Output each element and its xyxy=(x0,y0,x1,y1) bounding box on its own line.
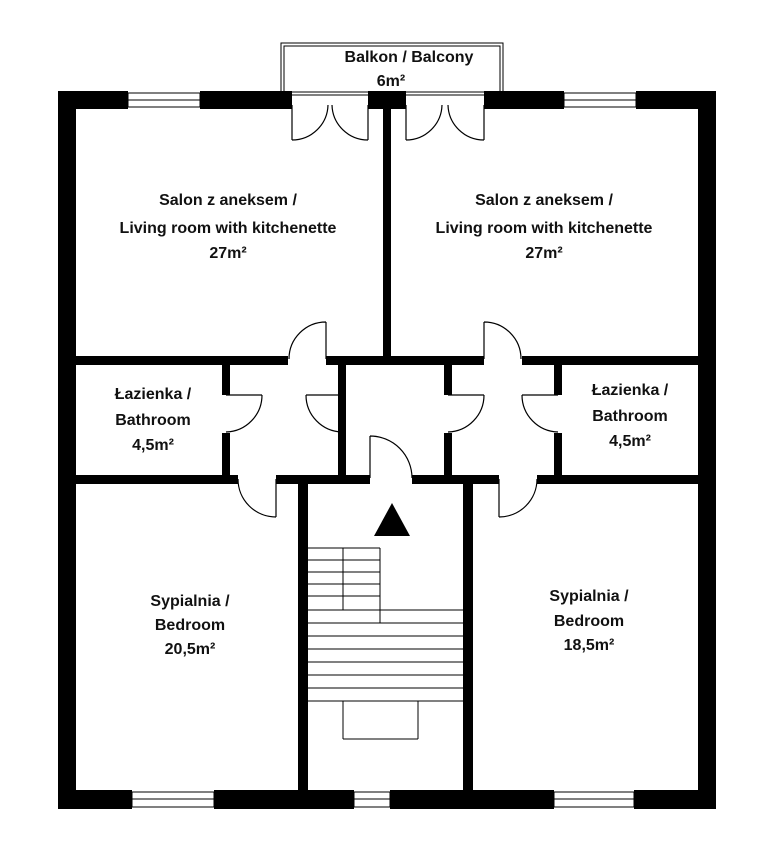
balcony: Balkon / Balcony 6m² xyxy=(280,42,504,96)
room-name: Łazienka / xyxy=(115,386,192,403)
room-living-right: Salon z aneksem / Living room with kitch… xyxy=(436,192,653,262)
room-bathroom-left: Łazienka / Bathroom 4,5m² xyxy=(115,386,192,454)
room-living-left: Salon z aneksem / Living room with kitch… xyxy=(120,192,337,262)
room-area: 4,5m² xyxy=(132,437,174,454)
room-name-en: Bedroom xyxy=(155,617,225,634)
room-area: 18,5m² xyxy=(564,637,615,654)
room-name-en: Bedroom xyxy=(554,613,624,630)
room-bathroom-right: Łazienka / Bathroom 4,5m² xyxy=(592,382,669,450)
window-icon xyxy=(127,92,637,808)
interior-walls xyxy=(76,109,698,790)
room-name-en: Living room with kitchenette xyxy=(120,220,337,237)
room-name: Sypialnia / xyxy=(549,588,629,605)
room-name-en: Living room with kitchenette xyxy=(436,220,653,237)
staircase-icon xyxy=(308,547,463,740)
room-bedroom-left: Sypialnia / Bedroom 20,5m² xyxy=(150,593,230,658)
room-name-en: Bathroom xyxy=(115,412,191,429)
outer-walls xyxy=(58,91,716,809)
room-name: Sypialnia / xyxy=(150,593,230,610)
room-name: Łazienka / xyxy=(592,382,669,399)
balcony-area: 6m² xyxy=(377,73,405,90)
room-bedroom-right: Sypialnia / Bedroom 18,5m² xyxy=(549,588,629,654)
room-name: Salon z aneksem / xyxy=(159,192,297,209)
room-area: 20,5m² xyxy=(165,641,216,658)
room-area: 27m² xyxy=(525,245,562,262)
room-name-en: Bathroom xyxy=(592,408,668,425)
entrance-arrow-icon xyxy=(374,503,410,536)
door-swing-icon xyxy=(225,104,559,518)
room-name: Salon z aneksem / xyxy=(475,192,613,209)
room-area: 4,5m² xyxy=(609,433,651,450)
room-area: 27m² xyxy=(209,245,246,262)
balcony-label: Balkon / Balcony xyxy=(345,49,474,66)
